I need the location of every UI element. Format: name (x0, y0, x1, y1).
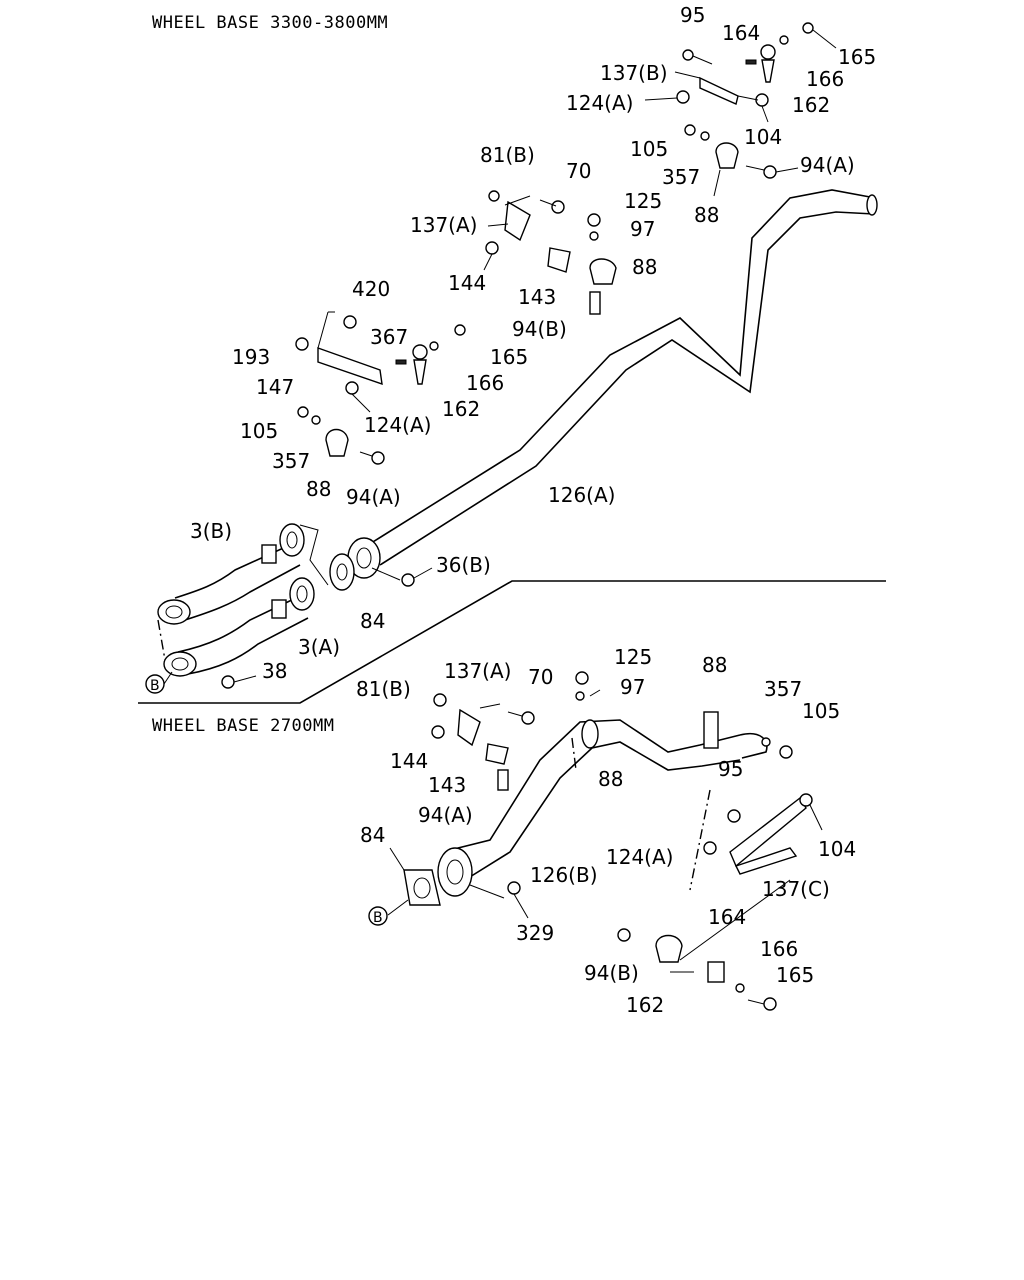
label-104: 104 (744, 125, 782, 149)
label-137a: 137(A) (410, 213, 477, 237)
label-97: 97 (620, 675, 645, 699)
label-104: 104 (818, 837, 856, 861)
label-88: 88 (598, 767, 623, 791)
label-162: 162 (442, 397, 480, 421)
gasket-84-bottom (403, 869, 441, 906)
label-88: 88 (694, 203, 719, 227)
label-97: 97 (630, 217, 655, 241)
label-95: 95 (680, 3, 705, 27)
bracket-147 (317, 311, 383, 386)
bracket-137c (729, 796, 807, 875)
label-357: 357 (764, 677, 802, 701)
label-81b: 81(B) (356, 677, 411, 701)
label-125: 125 (624, 189, 662, 213)
label-126b: 126(B) (530, 863, 598, 887)
label-420: 420 (352, 277, 390, 301)
label-94a: 94(A) (346, 485, 401, 509)
label-94a: 94(A) (418, 803, 473, 827)
label-105: 105 (240, 419, 278, 443)
section-divider (138, 580, 886, 704)
label-193: 193 (232, 345, 270, 369)
label-166: 166 (760, 937, 798, 961)
label-88: 88 (702, 653, 727, 677)
bracket-137a-bottom (457, 703, 501, 747)
label-144: 144 (448, 271, 486, 295)
tail-pipe-126b (437, 719, 768, 897)
section-title-long-wheelbase: WHEEL BASE 3300-3800MM (152, 13, 388, 33)
bracket-137a-top (487, 195, 531, 242)
label-126a: 126(A) (548, 483, 615, 507)
label-143: 143 (518, 285, 556, 309)
label-70: 70 (528, 665, 553, 689)
gasket-84-top (329, 553, 355, 591)
svg-text:B: B (373, 910, 383, 926)
marker-b-bottom: B (368, 906, 388, 926)
label-94b: 94(B) (584, 961, 639, 985)
label-95: 95 (718, 757, 743, 781)
front-pipe-3b (157, 523, 305, 625)
label-367: 367 (370, 325, 408, 349)
label-165: 165 (838, 45, 876, 69)
label-164: 164 (708, 905, 746, 929)
bracket-137b (674, 71, 739, 105)
label-329: 329 (516, 921, 554, 945)
tail-pipe-126a (347, 189, 878, 581)
label-88: 88 (306, 477, 331, 501)
label-3a: 3(A) (298, 635, 340, 659)
label-125: 125 (614, 645, 652, 669)
label-143: 143 (428, 773, 466, 797)
label-144: 144 (390, 749, 428, 773)
label-84: 84 (360, 823, 385, 847)
front-pipe-3a (163, 577, 315, 677)
label-105: 105 (802, 699, 840, 723)
label-94b: 94(B) (512, 317, 567, 341)
label-147: 147 (256, 375, 294, 399)
label-162: 162 (626, 993, 664, 1017)
alignment-line (157, 619, 166, 661)
label-164: 164 (722, 21, 760, 45)
label-36b: 36(B) (436, 553, 491, 577)
label-124a: 124(A) (606, 845, 673, 869)
label-105: 105 (630, 137, 668, 161)
label-165: 165 (490, 345, 528, 369)
label-81b: 81(B) (480, 143, 535, 167)
section-title-short-wheelbase: WHEEL BASE 2700MM (152, 716, 335, 736)
label-38: 38 (262, 659, 287, 683)
label-137a: 137(A) (444, 659, 511, 683)
label-166: 166 (806, 67, 844, 91)
label-357: 357 (272, 449, 310, 473)
label-166: 166 (466, 371, 504, 395)
label-88: 88 (632, 255, 657, 279)
label-357: 357 (662, 165, 700, 189)
svg-text:B: B (150, 678, 160, 694)
label-124a: 124(A) (566, 91, 633, 115)
label-84: 84 (360, 609, 385, 633)
label-3b: 3(B) (190, 519, 232, 543)
marker-b-top: B (145, 674, 165, 694)
label-165: 165 (776, 963, 814, 987)
label-124a: 124(A) (364, 413, 431, 437)
label-94a: 94(A) (800, 153, 855, 177)
label-70: 70 (566, 159, 591, 183)
label-137b: 137(B) (600, 61, 668, 85)
label-162: 162 (792, 93, 830, 117)
label-137c: 137(C) (762, 877, 830, 901)
